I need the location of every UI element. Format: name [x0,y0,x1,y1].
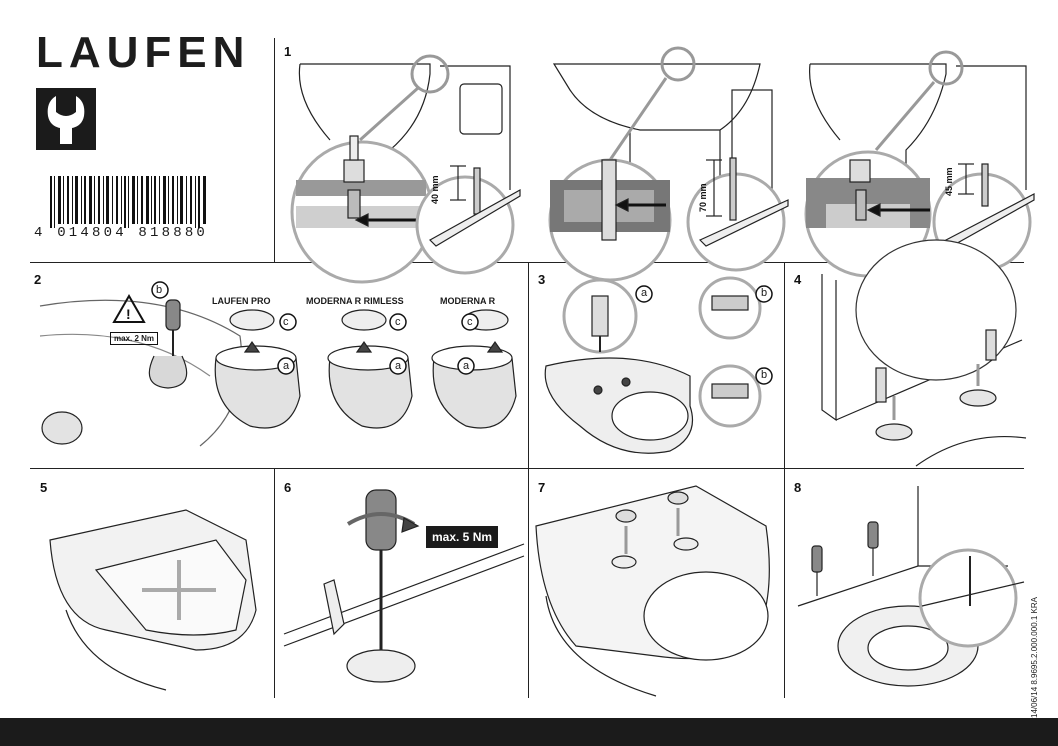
step1-dimension-a: 40 mm [430,175,440,204]
step8-illustration [797,486,1025,687]
step-number-6: 6 [284,480,292,495]
callout-a-step3: a [641,287,648,299]
callout-c-pro: c [283,316,289,328]
step-number-7: 7 [538,480,546,495]
divider-vertical-row3-c [784,468,785,698]
svg-text:!: ! [126,306,131,322]
step4-illustration [821,239,1027,467]
barcode-image [50,176,206,228]
callout-b-step3-top: b [761,287,768,299]
step-number-5: 5 [40,480,48,495]
divider-vertical-header [274,38,275,262]
step1-dimension-c: 45 mm [944,167,954,196]
step-number-3: 3 [538,272,546,287]
warning-icon: ! [112,293,146,324]
dimension-40mm: 40 mm [430,175,440,204]
barcode-digits: 4 014804 818880 [34,225,209,241]
callout-a-pro: a [283,360,290,372]
label-laufen-pro: LAUFEN PRO [212,296,271,306]
step6-illustration [283,489,525,683]
callout-b-step3-bottom: b [761,369,768,381]
step2-illustration [39,281,517,447]
document-code: 14/06/14 8.9695.2.000.000.1 KRA [1030,597,1039,718]
step-number-2: 2 [34,272,42,287]
dimension-70mm: 70 mm [698,183,708,212]
callout-a-moderna: a [463,360,470,372]
divider-vertical-row3-b [528,468,529,698]
brand-logo: LAUFEN [36,28,251,77]
step-number-4: 4 [794,272,802,287]
callout-a-rimless: a [395,360,402,372]
step2-torque-label: max. 2 Nm [110,332,159,345]
divider-vertical-row2-b [784,262,785,468]
step-number-1: 1 [284,44,292,59]
step1-illustration-c [804,50,1035,278]
footer-bar [0,718,1058,746]
callout-c-rimless: c [395,316,401,328]
step1-dimension-b: 70 mm [698,183,708,212]
label-moderna-r-rimless: MODERNA R RIMLESS [306,296,404,306]
step7-illustration [535,485,770,697]
divider-horizontal-middle [30,468,1024,469]
callout-c-moderna: c [467,316,473,328]
label-moderna-r: MODERNA R [440,296,496,306]
step5-illustration [49,509,257,691]
step6-torque-label: max. 5 Nm [426,526,499,548]
step3-illustration [544,276,773,454]
divider-vertical-row3-a [274,468,275,698]
step1-illustration-a [290,54,521,284]
step1-illustration-b [548,46,789,282]
divider-vertical-row2-a [528,262,529,468]
dimension-45mm: 45 mm [944,167,954,196]
step-number-8: 8 [794,480,802,495]
divider-horizontal-top [30,262,1024,263]
callout-b-step2: b [156,284,163,296]
wrench-icon [36,88,96,150]
